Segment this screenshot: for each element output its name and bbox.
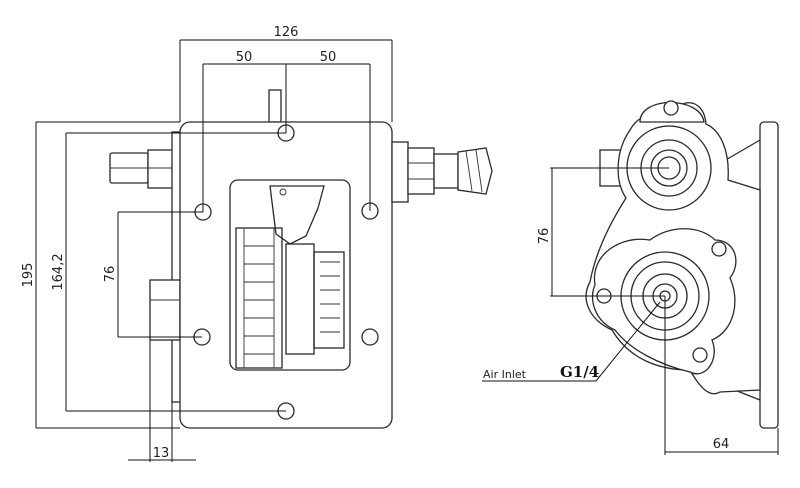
fitting-hose-barb <box>457 147 493 195</box>
mounting-bracket <box>759 121 779 429</box>
top-lug <box>268 89 282 123</box>
top-ear-hole <box>663 100 679 116</box>
air-inlet-label: Air Inlet <box>483 368 527 381</box>
dim-shaft-offset: 13 <box>153 446 170 461</box>
lower-flange-hole-bottom <box>692 347 708 363</box>
dim-hole-spacing-right: 76 <box>537 228 552 245</box>
front-dimensions <box>35 39 393 462</box>
dim-overall-height: 195 <box>21 263 36 288</box>
dim-flange-height: 164,2 <box>51 253 66 290</box>
front-view <box>109 89 493 429</box>
gear-large <box>235 227 283 369</box>
dim-side-offset: 64 <box>713 437 730 452</box>
side-view <box>585 100 779 429</box>
fitting-nipple <box>433 153 459 189</box>
dim-right-spacing: 50 <box>320 50 337 65</box>
fitting-hex <box>407 147 435 195</box>
gear-small <box>313 251 345 349</box>
lower-boss <box>149 279 181 341</box>
lower-flange-hole-top <box>711 241 727 257</box>
gear-window <box>229 179 351 371</box>
dim-overall-width: 126 <box>274 25 299 40</box>
thread-label: G1/4 <box>560 363 599 381</box>
dim-left-spacing: 50 <box>236 50 253 65</box>
side-dimensions <box>482 167 779 455</box>
fitting-base <box>391 141 409 203</box>
shift-fork <box>269 185 325 245</box>
dim-hole-spacing-left: 76 <box>103 266 118 283</box>
hole-lower-right <box>361 328 379 346</box>
